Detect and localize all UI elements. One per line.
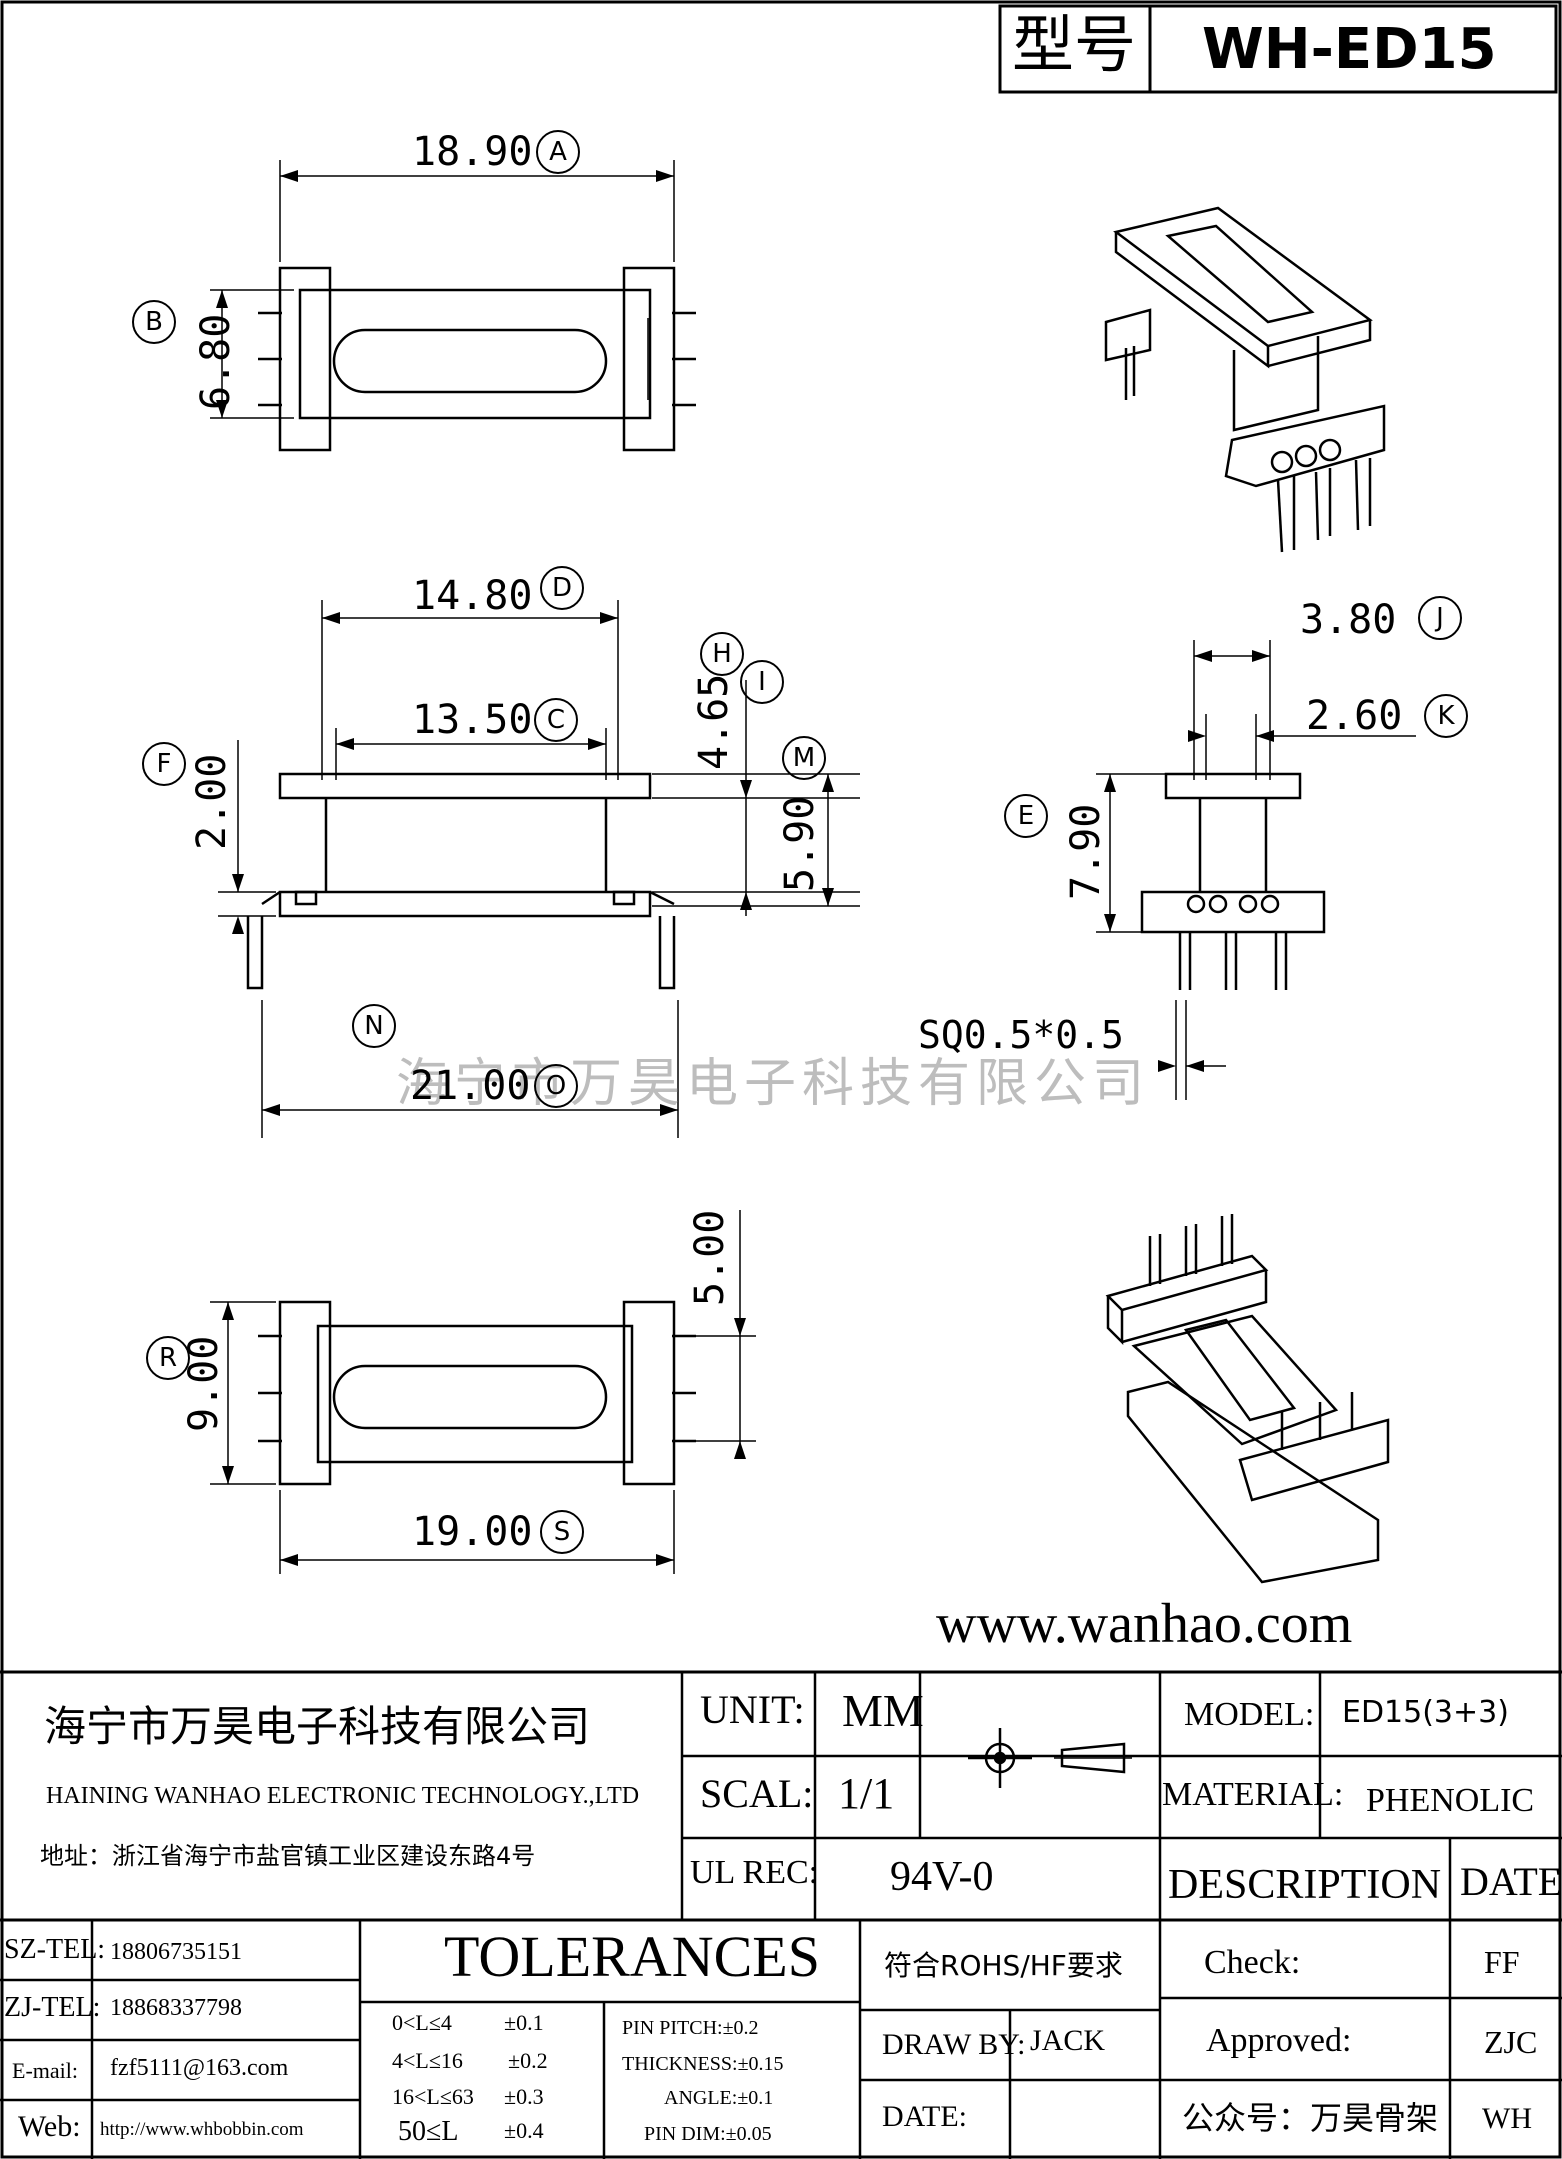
- company-name-cn: 海宁市万昊电子科技有限公司: [44, 1702, 591, 1751]
- draw-by-label: DRAW BY:: [882, 2028, 1026, 2061]
- material-label: MATERIAL:: [1162, 1776, 1344, 1813]
- dim-a-value: 18.90: [412, 129, 533, 175]
- dim-i-label: I: [740, 660, 784, 704]
- dim-f-label: F: [142, 742, 186, 786]
- ul-value: 94V-0: [890, 1854, 994, 1900]
- unit-value: MM: [842, 1685, 924, 1736]
- approved-label: Approved:: [1206, 2022, 1352, 2059]
- dim-s-value: 19.00: [412, 1509, 533, 1555]
- dim-r-label: R: [146, 1336, 190, 1380]
- dim-h-value: 4.65: [691, 673, 737, 770]
- company-name-en: HAINING WANHAO ELECTRONIC TECHNOLOGY.,LT…: [46, 1783, 640, 1809]
- check-label: Check:: [1204, 1944, 1301, 1981]
- model-label: 型号: [1012, 8, 1137, 81]
- dim-m-label: M: [782, 736, 826, 780]
- dim-d-label: D: [540, 566, 584, 610]
- angle: ANGLE:±0.1: [664, 2087, 774, 2109]
- tol-value-3: ±0.3: [504, 2084, 544, 2109]
- wechat-account: 公众号：万昊骨架: [1182, 2099, 1439, 2137]
- pin-dim: PIN DIM:±0.05: [644, 2123, 772, 2145]
- dim-o-value: 21.00: [410, 1063, 531, 1109]
- dim-k-value: 2.60: [1306, 693, 1403, 739]
- wechat-value: WH: [1482, 2102, 1532, 2135]
- scale-label: SCAL:: [700, 1771, 814, 1816]
- scale-value: 1/1: [838, 1769, 895, 1818]
- dim-r-value: 9.00: [181, 1335, 227, 1432]
- zj-tel-value: 18868337798: [110, 1995, 242, 2021]
- web-label: Web:: [18, 2110, 81, 2143]
- company-address: 地址：浙江省海宁市盐官镇工业区建设东路4号: [40, 1842, 536, 1870]
- dim-o-label: O: [534, 1064, 578, 1108]
- dim-n-label: N: [352, 1004, 396, 1048]
- web-value: http://www.whbobbin.com: [100, 2119, 304, 2140]
- dim-c-value: 13.50: [412, 697, 533, 743]
- dim-g-value: 5.00: [687, 1209, 733, 1306]
- tol-value-4: ±0.4: [504, 2118, 544, 2143]
- description-header: DESCRIPTION: [1168, 1862, 1442, 1908]
- draw-by-value: JACK: [1030, 2024, 1106, 2057]
- watermark: 海宁市万昊电子科技有限公司: [396, 1054, 1151, 1114]
- model-field-label: MODEL:: [1184, 1696, 1315, 1733]
- website: www.wanhao.com: [936, 1593, 1353, 1655]
- tol-range-3: 16<L≤63: [392, 2084, 474, 2109]
- dim-c-label: C: [534, 698, 578, 742]
- dim-b-label: B: [132, 300, 176, 344]
- sz-tel-value: 18806735151: [110, 1939, 242, 1965]
- material-value: PHENOLIC: [1366, 1782, 1535, 1819]
- email-value: fzf5111@163.com: [110, 2055, 289, 2081]
- tol-value-2: ±0.2: [508, 2048, 548, 2073]
- zj-tel-label: ZJ-TEL:: [4, 1992, 101, 2023]
- model-field-value: ED15(3+3): [1342, 1695, 1509, 1730]
- tol-range-4: 50≤L: [398, 2116, 459, 2147]
- tol-range-1: 0<L≤4: [392, 2010, 452, 2035]
- ul-label: UL REC:: [690, 1854, 819, 1891]
- dim-m-value: 5.90: [777, 795, 823, 892]
- dim-j-label: J: [1418, 596, 1462, 640]
- date-label: DATE:: [882, 2100, 967, 2133]
- dim-k-label: K: [1424, 694, 1468, 738]
- approved-value: ZJC: [1484, 2024, 1538, 2060]
- model-title: WH-ED15: [1202, 17, 1497, 82]
- sz-tel-label: SZ-TEL:: [4, 1934, 106, 1965]
- thickness: THICKNESS:±0.15: [622, 2053, 784, 2075]
- dim-s-label: S: [540, 1510, 584, 1554]
- dim-d-value: 14.80: [412, 573, 533, 619]
- dim-h-label: H: [700, 632, 744, 676]
- check-value: FF: [1484, 1944, 1520, 1980]
- tol-value-1: ±0.1: [504, 2010, 544, 2035]
- compliance-note: 符合ROHS/HF要求: [884, 1949, 1123, 1982]
- date-header: DATE: [1460, 1859, 1562, 1904]
- dim-e-value: 7.90: [1063, 803, 1109, 900]
- dim-e-label: E: [1004, 794, 1048, 838]
- tol-range-2: 4<L≤16: [392, 2048, 463, 2073]
- dim-f-value: 2.00: [189, 753, 235, 850]
- dim-j-value: 3.80: [1300, 597, 1397, 643]
- email-label: E-mail:: [12, 2058, 78, 2083]
- dim-a-label: A: [536, 130, 580, 174]
- unit-label: UNIT:: [700, 1687, 805, 1732]
- pin-pitch: PIN PITCH:±0.2: [622, 2017, 759, 2039]
- dim-sq-value: SQ0.5*0.5: [918, 1013, 1124, 1057]
- tolerances-title: TOLERANCES: [444, 1924, 820, 1989]
- dim-b-value: 6.80: [193, 313, 239, 410]
